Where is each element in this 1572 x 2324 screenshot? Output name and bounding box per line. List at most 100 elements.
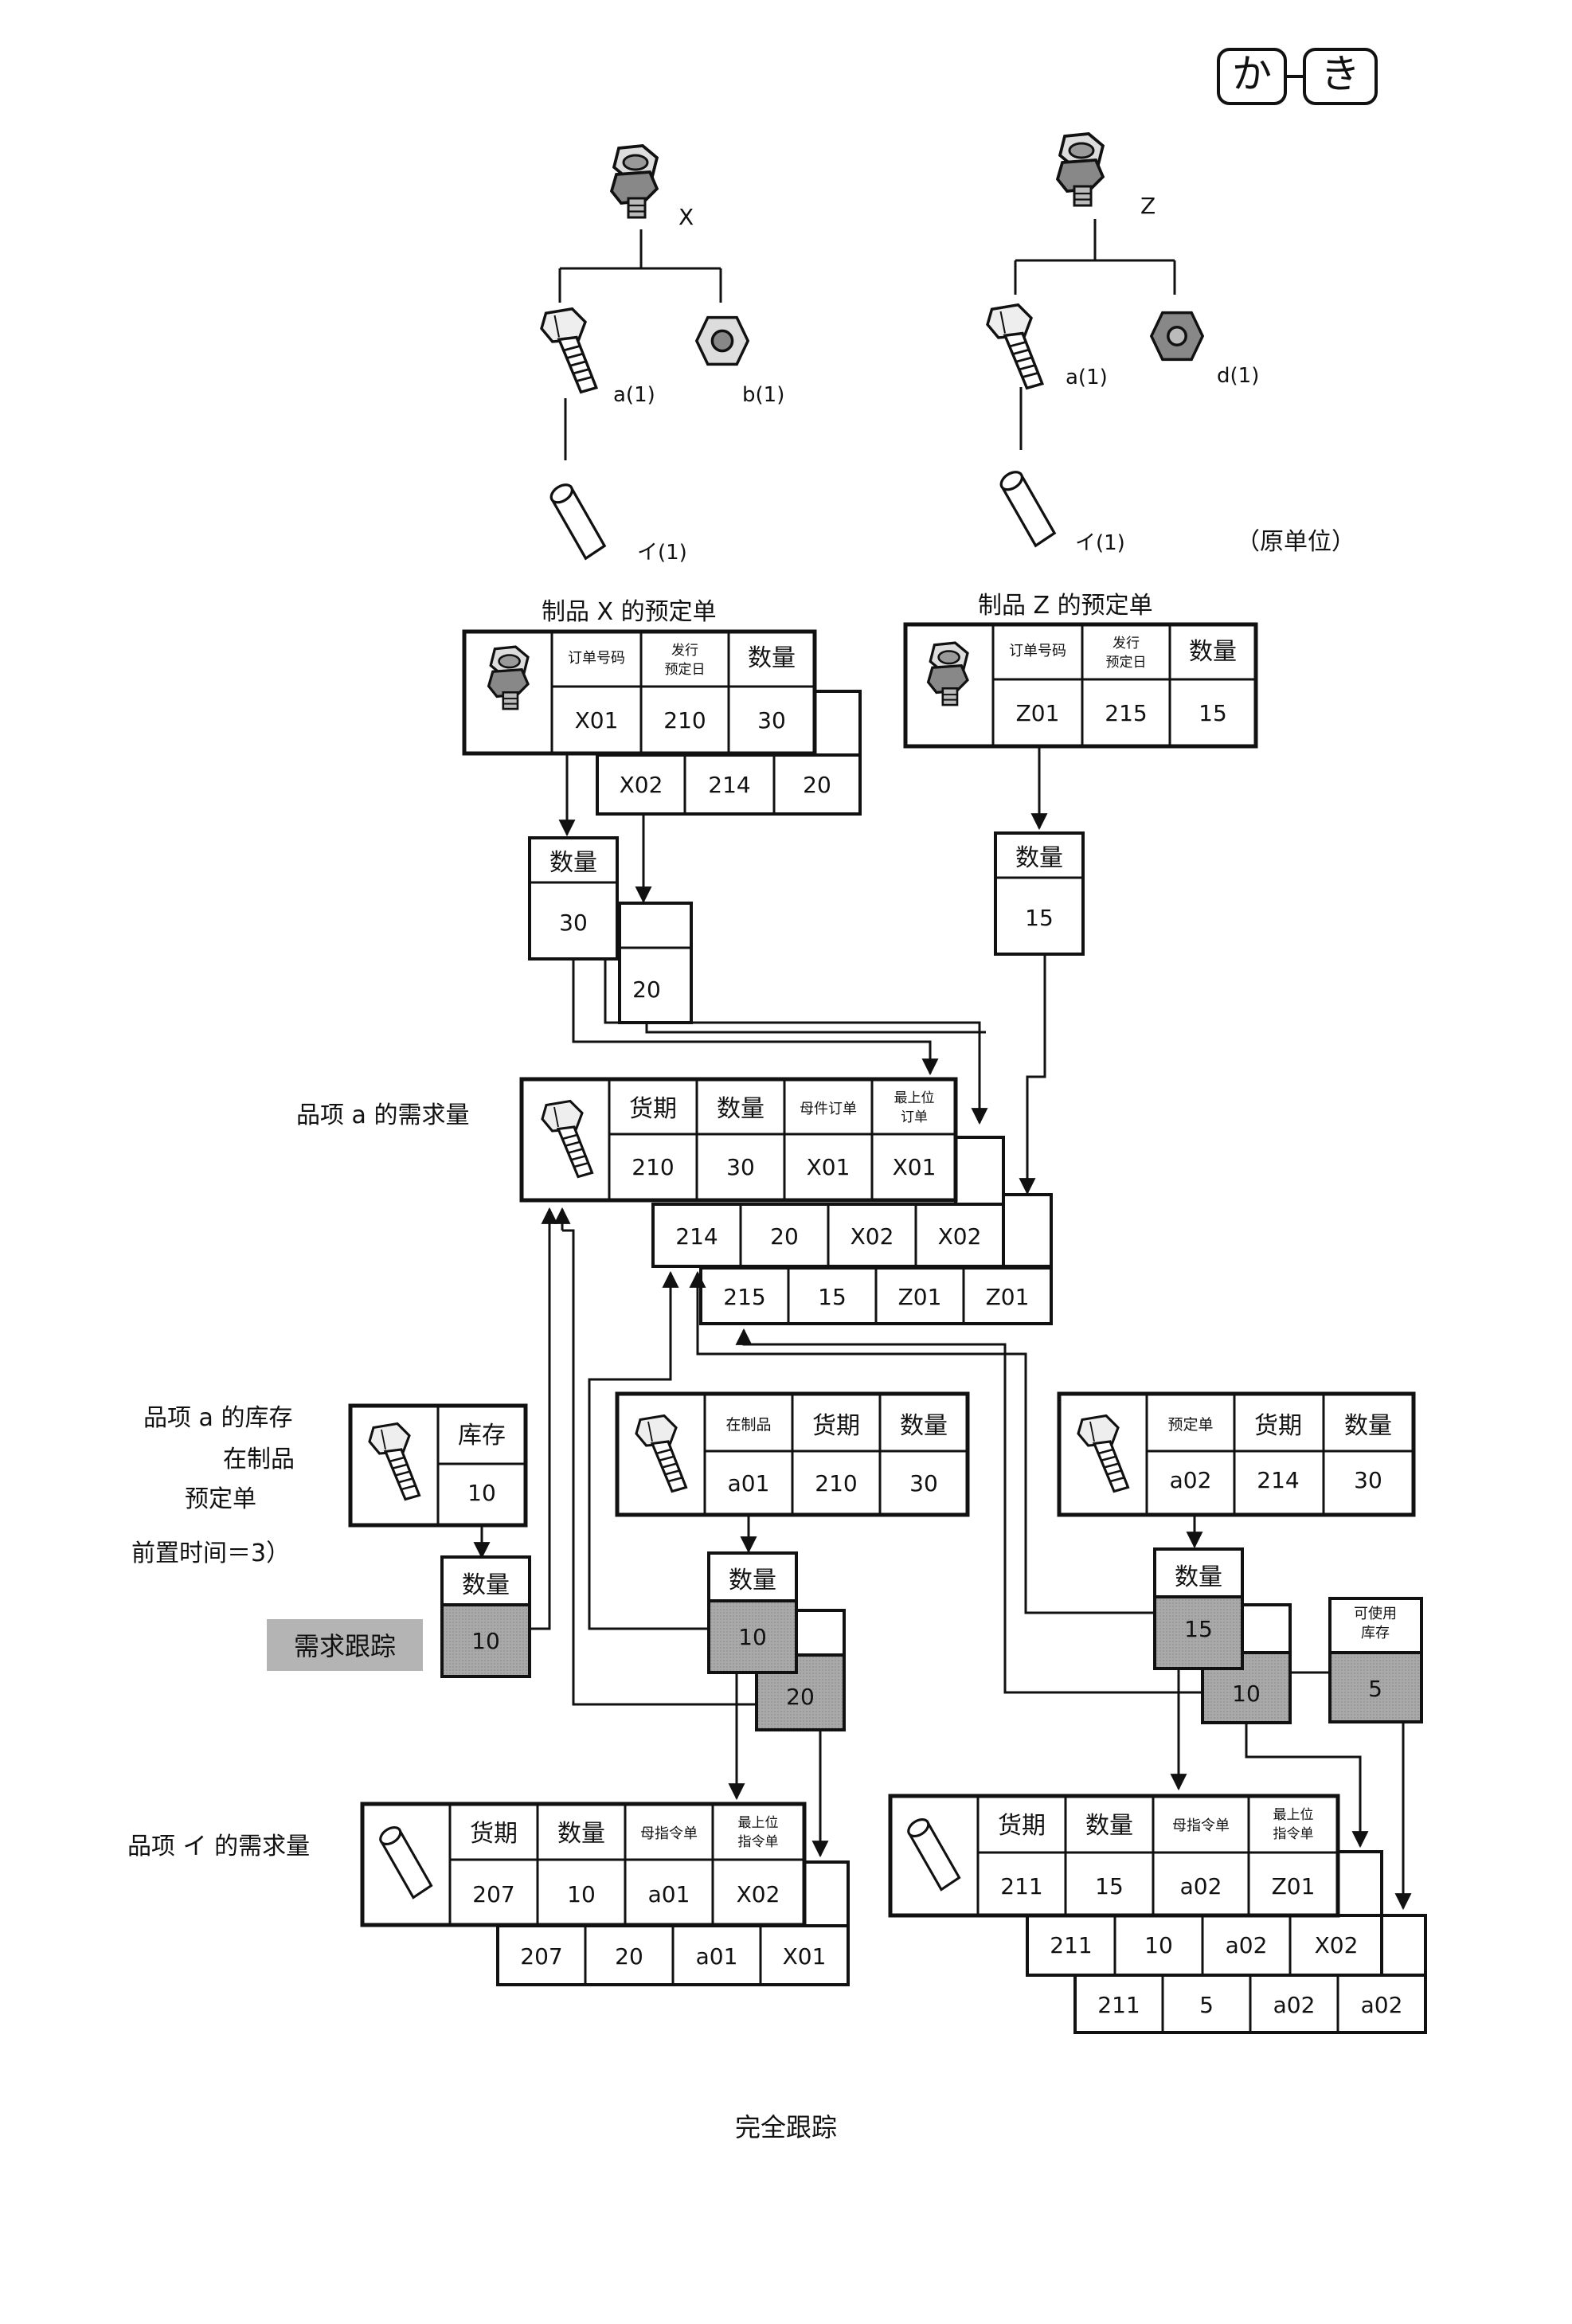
bom-tree-z: Z a(1) d(1) イ(1) （原单位） [986, 132, 1355, 556]
item-i-right-cell: a02 [1273, 1992, 1316, 2018]
item-i-left-cell: 20 [615, 1943, 643, 1970]
z-orders-table: 制品 Z 的预定单 订单号码 发行 预定日 数量 Z01 215 15 [903, 592, 1258, 749]
x-qty-value: 20 [632, 976, 661, 1003]
item-a-stock-label: 品项 a 的库存 在制品 预定单 前置时间＝3） [131, 1404, 295, 1567]
stock-value: 10 [467, 1480, 496, 1506]
planned-header: 货期 [1254, 1412, 1302, 1440]
stock-label-line: 在制品 [223, 1446, 295, 1473]
item-a-demand-table: 品项 a 的需求量 215 15 Z01 Z01 214 20 X02 X02 … [296, 1077, 1053, 1325]
z-qty-value: 15 [1025, 905, 1054, 931]
x-orders-title: 制品 X 的预定单 [542, 598, 717, 626]
item-i-left-header: 货期 [470, 1820, 518, 1848]
item-i-left-header: 母指令单 [640, 1825, 698, 1842]
item-i-right-cell: a02 [1226, 1932, 1268, 1958]
z-orders-header: 发行 [1113, 636, 1140, 651]
item-i-demand-label: 品项 イ 的需求量 [127, 1833, 310, 1860]
planned-alloc-value: 15 [1184, 1616, 1213, 1642]
item-a-header: 最上位 [894, 1090, 935, 1106]
item-i-right-header: 数量 [1085, 1812, 1133, 1840]
nut-icon [695, 315, 749, 366]
unit-note: （原单位） [1236, 528, 1355, 556]
item-a-cell: 215 [723, 1284, 765, 1310]
corner-badge: か き [1217, 48, 1378, 105]
bolt-icon [540, 307, 598, 394]
bom-x-child-b: b(1) [742, 383, 784, 407]
item-a-header: 货期 [629, 1095, 677, 1123]
item-i-right-header: 最上位 [1273, 1807, 1314, 1823]
available-stock-value: 5 [1368, 1676, 1382, 1702]
available-stock-box: 可使用 库存 5 [1328, 1597, 1423, 1723]
wip-header: 数量 [900, 1412, 948, 1440]
wip-cell: 30 [909, 1470, 938, 1497]
rod-icon [996, 468, 1056, 547]
x-orders-cell: 214 [708, 772, 750, 798]
rod-icon [546, 481, 606, 560]
bolt-icon [986, 303, 1044, 390]
item-a-cell: Z01 [986, 1284, 1030, 1310]
item-i-left-cell: a01 [648, 1881, 690, 1907]
planned-cell: 30 [1354, 1467, 1382, 1493]
x-qty-value: 30 [559, 910, 588, 936]
item-i-right-cell: 10 [1144, 1932, 1173, 1958]
item-i-right-cell: Z01 [1272, 1873, 1316, 1899]
item-a-cell: Z01 [898, 1284, 942, 1310]
bom-z-leaf: イ(1) [1075, 531, 1125, 555]
wip-alloc-value: 20 [786, 1684, 815, 1710]
svg-text:需求跟踪: 需求跟踪 [294, 1631, 396, 1661]
z-orders-cell: Z01 [1016, 700, 1060, 726]
item-i-left-cell: X02 [737, 1881, 780, 1907]
wip-header: 在制品 [725, 1416, 771, 1434]
planned-table: 预定单 货期 数量 a02 214 30 [1057, 1391, 1416, 1517]
available-stock-header: 可使用 [1354, 1606, 1397, 1622]
x-qty-header: 数量 [549, 849, 597, 877]
badge-left-text: か [1232, 51, 1272, 97]
wip-table: 在制品 货期 数量 a01 210 30 [615, 1391, 970, 1517]
planned-alloc-header: 数量 [1175, 1563, 1222, 1591]
item-a-cell: 210 [632, 1154, 674, 1180]
stock-alloc-header: 数量 [462, 1571, 510, 1599]
z-orders-header: 订单号码 [1009, 643, 1066, 659]
item-i-right-cell: a02 [1361, 1992, 1403, 2018]
item-i-right-cell: 5 [1199, 1992, 1214, 2018]
z-qty-header: 数量 [1015, 844, 1063, 872]
stock-header: 库存 [458, 1422, 506, 1450]
item-a-cell: 30 [726, 1154, 755, 1180]
stock-table: 库存 10 [348, 1403, 528, 1528]
z-orders-header: 预定日 [1106, 655, 1147, 671]
bolt-nut-icon [1056, 132, 1105, 207]
z-qty-box: 数量 15 [994, 831, 1085, 956]
stock-label-line: 前置时间＝3） [131, 1540, 290, 1567]
x-qty-stack: 20 数量 30 [528, 836, 693, 1024]
planned-cell: 214 [1257, 1467, 1299, 1493]
wip-alloc-header: 数量 [729, 1567, 776, 1594]
item-i-right-header: 母指令单 [1172, 1817, 1230, 1834]
item-a-demand-label: 品项 a 的需求量 [296, 1101, 469, 1129]
bom-x-leaf: イ(1) [637, 541, 687, 565]
item-i-right-cell: 211 [1000, 1873, 1042, 1899]
bom-z-child-d: d(1) [1217, 364, 1259, 388]
item-a-cell: 214 [675, 1223, 718, 1250]
item-i-right-cell: 211 [1050, 1932, 1092, 1958]
item-i-right-cell: 211 [1097, 1992, 1140, 2018]
item-a-header: 数量 [717, 1095, 764, 1123]
bolt-nut-icon [610, 144, 659, 219]
item-i-left-cell: 10 [567, 1881, 596, 1907]
bom-x-child-a: a(1) [613, 383, 655, 407]
z-orders-title: 制品 Z 的预定单 [978, 592, 1153, 620]
stock-alloc-value: 10 [471, 1628, 500, 1654]
planned-alloc-stack: 10 数量 15 [1153, 1547, 1292, 1724]
item-a-cell: 20 [770, 1223, 799, 1250]
item-a-cell: X01 [893, 1154, 937, 1180]
item-a-header: 母件订单 [800, 1101, 857, 1117]
item-i-left-cell: X01 [783, 1943, 827, 1970]
item-i-left-cell: 207 [472, 1881, 514, 1907]
badge-right-box [1303, 48, 1378, 105]
x-orders-cell: 30 [757, 707, 786, 734]
item-i-left-header: 数量 [557, 1820, 605, 1848]
wip-header: 货期 [812, 1412, 860, 1440]
x-orders-cell: X02 [620, 772, 663, 798]
wip-cell: 210 [815, 1470, 857, 1497]
planned-header: 数量 [1344, 1412, 1392, 1440]
stock-label-line: 预定单 [185, 1485, 256, 1513]
